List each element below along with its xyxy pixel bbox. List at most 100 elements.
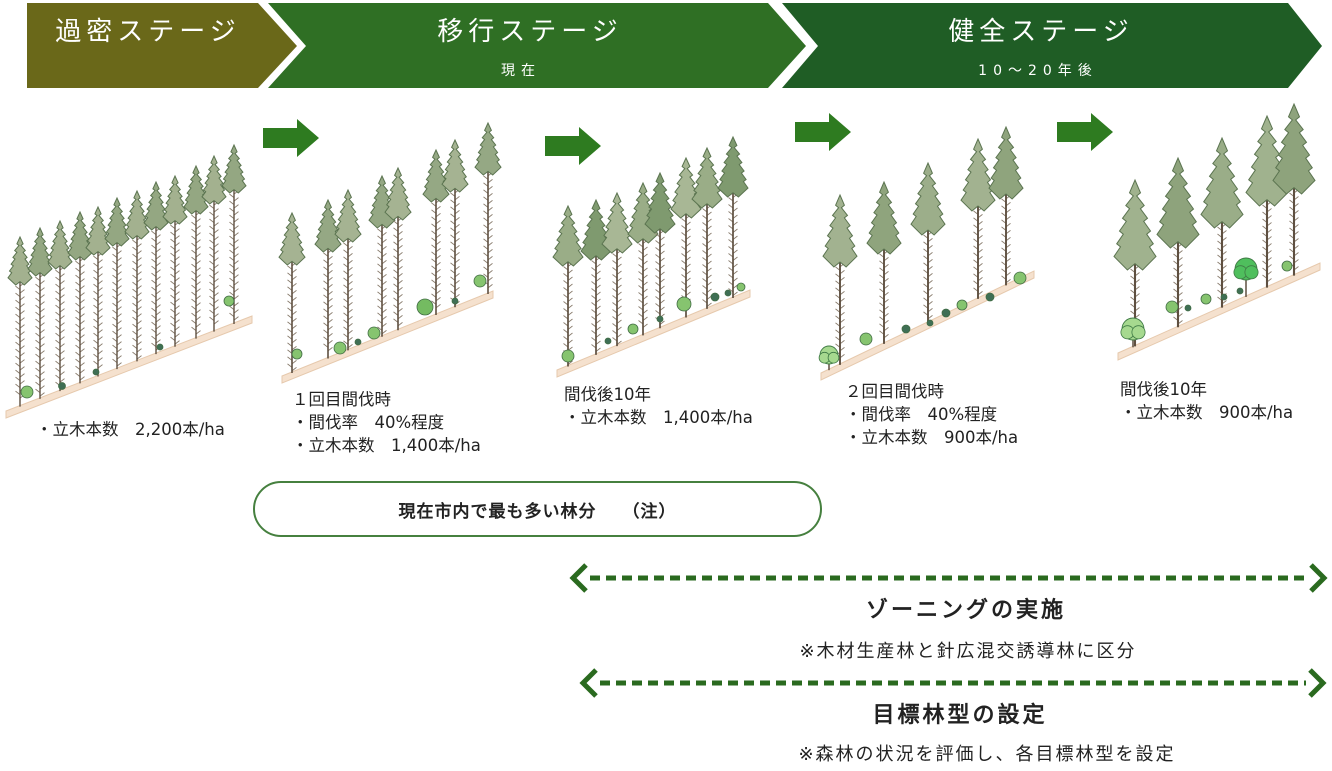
tree (124, 189, 150, 362)
stage-title-overcrowded: 過密ステージ (55, 17, 241, 47)
tree (866, 180, 902, 344)
shrub (156, 343, 164, 351)
tree (183, 164, 209, 339)
tree-crown (670, 156, 702, 219)
tree (384, 166, 412, 331)
broadleaf-tree (818, 345, 840, 371)
shrub (724, 289, 732, 297)
tree-crown (827, 351, 840, 364)
tree-crown (441, 138, 469, 193)
tree (1200, 136, 1244, 308)
target-forest-range-arrow (579, 668, 1327, 698)
stand-label-line: ・立木本数 2,200本/ha (36, 420, 225, 439)
stage-banner-overcrowded (27, 3, 297, 88)
tree (1156, 156, 1200, 328)
stand-label-line: 間伐後10年 (564, 385, 651, 404)
stand-label-4: ２回目間伐時 ・間伐率 40%程度 ・立木本数 900本/ha (845, 380, 1018, 449)
zoning-title: ゾーニングの実施 (865, 598, 1066, 623)
tree-crown (1156, 156, 1200, 249)
shrub (985, 292, 995, 302)
shrub (1165, 300, 1179, 314)
shrub (1184, 304, 1192, 312)
tree-crown (910, 161, 946, 236)
tree (162, 174, 188, 347)
stage-subtitle-healthy: 10～20年後 (978, 63, 1098, 79)
stage-title-healthy: 健全ステージ (948, 17, 1134, 47)
stand-label-1: ・立木本数 2,200本/ha (36, 418, 225, 441)
tree-crown (552, 204, 584, 267)
tree-crown (1244, 265, 1259, 280)
ground-slope (556, 289, 751, 378)
tree-crown (601, 191, 633, 254)
stand-label-2: １回目間伐時 ・間伐率 40%程度 ・立木本数 1,400本/ha (292, 388, 481, 457)
shrub (354, 338, 362, 346)
tree-crown (1131, 325, 1146, 340)
tree (474, 121, 502, 295)
tree (314, 198, 342, 359)
shrub (627, 323, 639, 335)
stand-label-line: ・立木本数 1,400本/ha (564, 408, 753, 427)
tree-crown (27, 226, 53, 277)
tree-crown (47, 219, 73, 270)
zoning-note: ※木材生産林と針広混交誘導林に区分 (799, 641, 1137, 662)
tree (644, 171, 676, 329)
tree (67, 210, 93, 384)
target-range-right-head (1308, 668, 1327, 698)
shrub (92, 368, 100, 376)
shrub (1200, 293, 1212, 305)
stage-subtitle-transition: 現在 (501, 63, 541, 79)
tree-crown (960, 137, 996, 212)
shrub (333, 341, 347, 355)
tree-crown (278, 211, 306, 266)
tree-crown (124, 189, 150, 240)
tree-crown (1272, 102, 1316, 195)
tree (960, 137, 996, 299)
tree-crown (67, 210, 93, 261)
shrub (926, 319, 934, 327)
tree-crown (104, 196, 130, 247)
zoning-range-arrow (569, 563, 1328, 593)
progress-arrow-4 (1057, 113, 1113, 151)
target-forest-note: ※森林の状況を評価し、各目標林型を設定 (798, 744, 1176, 765)
forest-stand (552, 135, 751, 378)
stand-label-5: 間伐後10年 ・立木本数 900本/ha (1120, 378, 1293, 424)
target-forest-title: 目標林型の設定 (872, 703, 1048, 728)
tree-crown (183, 164, 209, 215)
progress-arrow-1 (263, 119, 319, 157)
stand-label-line: ・立木本数 900本/ha (1120, 403, 1294, 422)
forest-stand (1113, 102, 1321, 361)
tree-crown (422, 148, 450, 203)
shrub (223, 295, 235, 307)
forest-stand (278, 121, 502, 384)
zoning-range-right-head (1309, 563, 1328, 593)
tree (580, 198, 612, 355)
tree-crown (85, 205, 111, 256)
ground-slope (1117, 262, 1321, 361)
stage-banner-transition (268, 3, 806, 88)
tree-crown (334, 188, 362, 243)
tree (422, 148, 450, 315)
forest-stand (5, 143, 253, 419)
shrub (901, 324, 911, 334)
tree-crown (866, 180, 902, 255)
callout-note: （注） (622, 501, 677, 522)
most-common-stand-callout: 現在市内で最も多い林分 （注） (253, 481, 822, 537)
stand-label-line: ２回目間伐時 (845, 382, 944, 401)
ground-slope (281, 290, 494, 384)
ground-slope (5, 315, 253, 419)
tree-crown (384, 166, 412, 221)
target-range-left-head (579, 668, 598, 698)
shrub (656, 315, 664, 323)
shrub (859, 332, 873, 346)
tree (601, 191, 633, 347)
tree (910, 161, 946, 323)
stand-label-line: ・間伐率 40%程度 (292, 413, 445, 432)
shrub (1220, 293, 1228, 301)
broadleaf-tree (1233, 257, 1259, 297)
shrub (58, 382, 66, 390)
tree-crown (221, 143, 247, 194)
stand-label-line: ・立木本数 900本/ha (845, 428, 1019, 447)
shrub (676, 296, 692, 312)
callout-label: 現在市内で最も多い林分 (398, 501, 597, 522)
tree (27, 226, 53, 399)
